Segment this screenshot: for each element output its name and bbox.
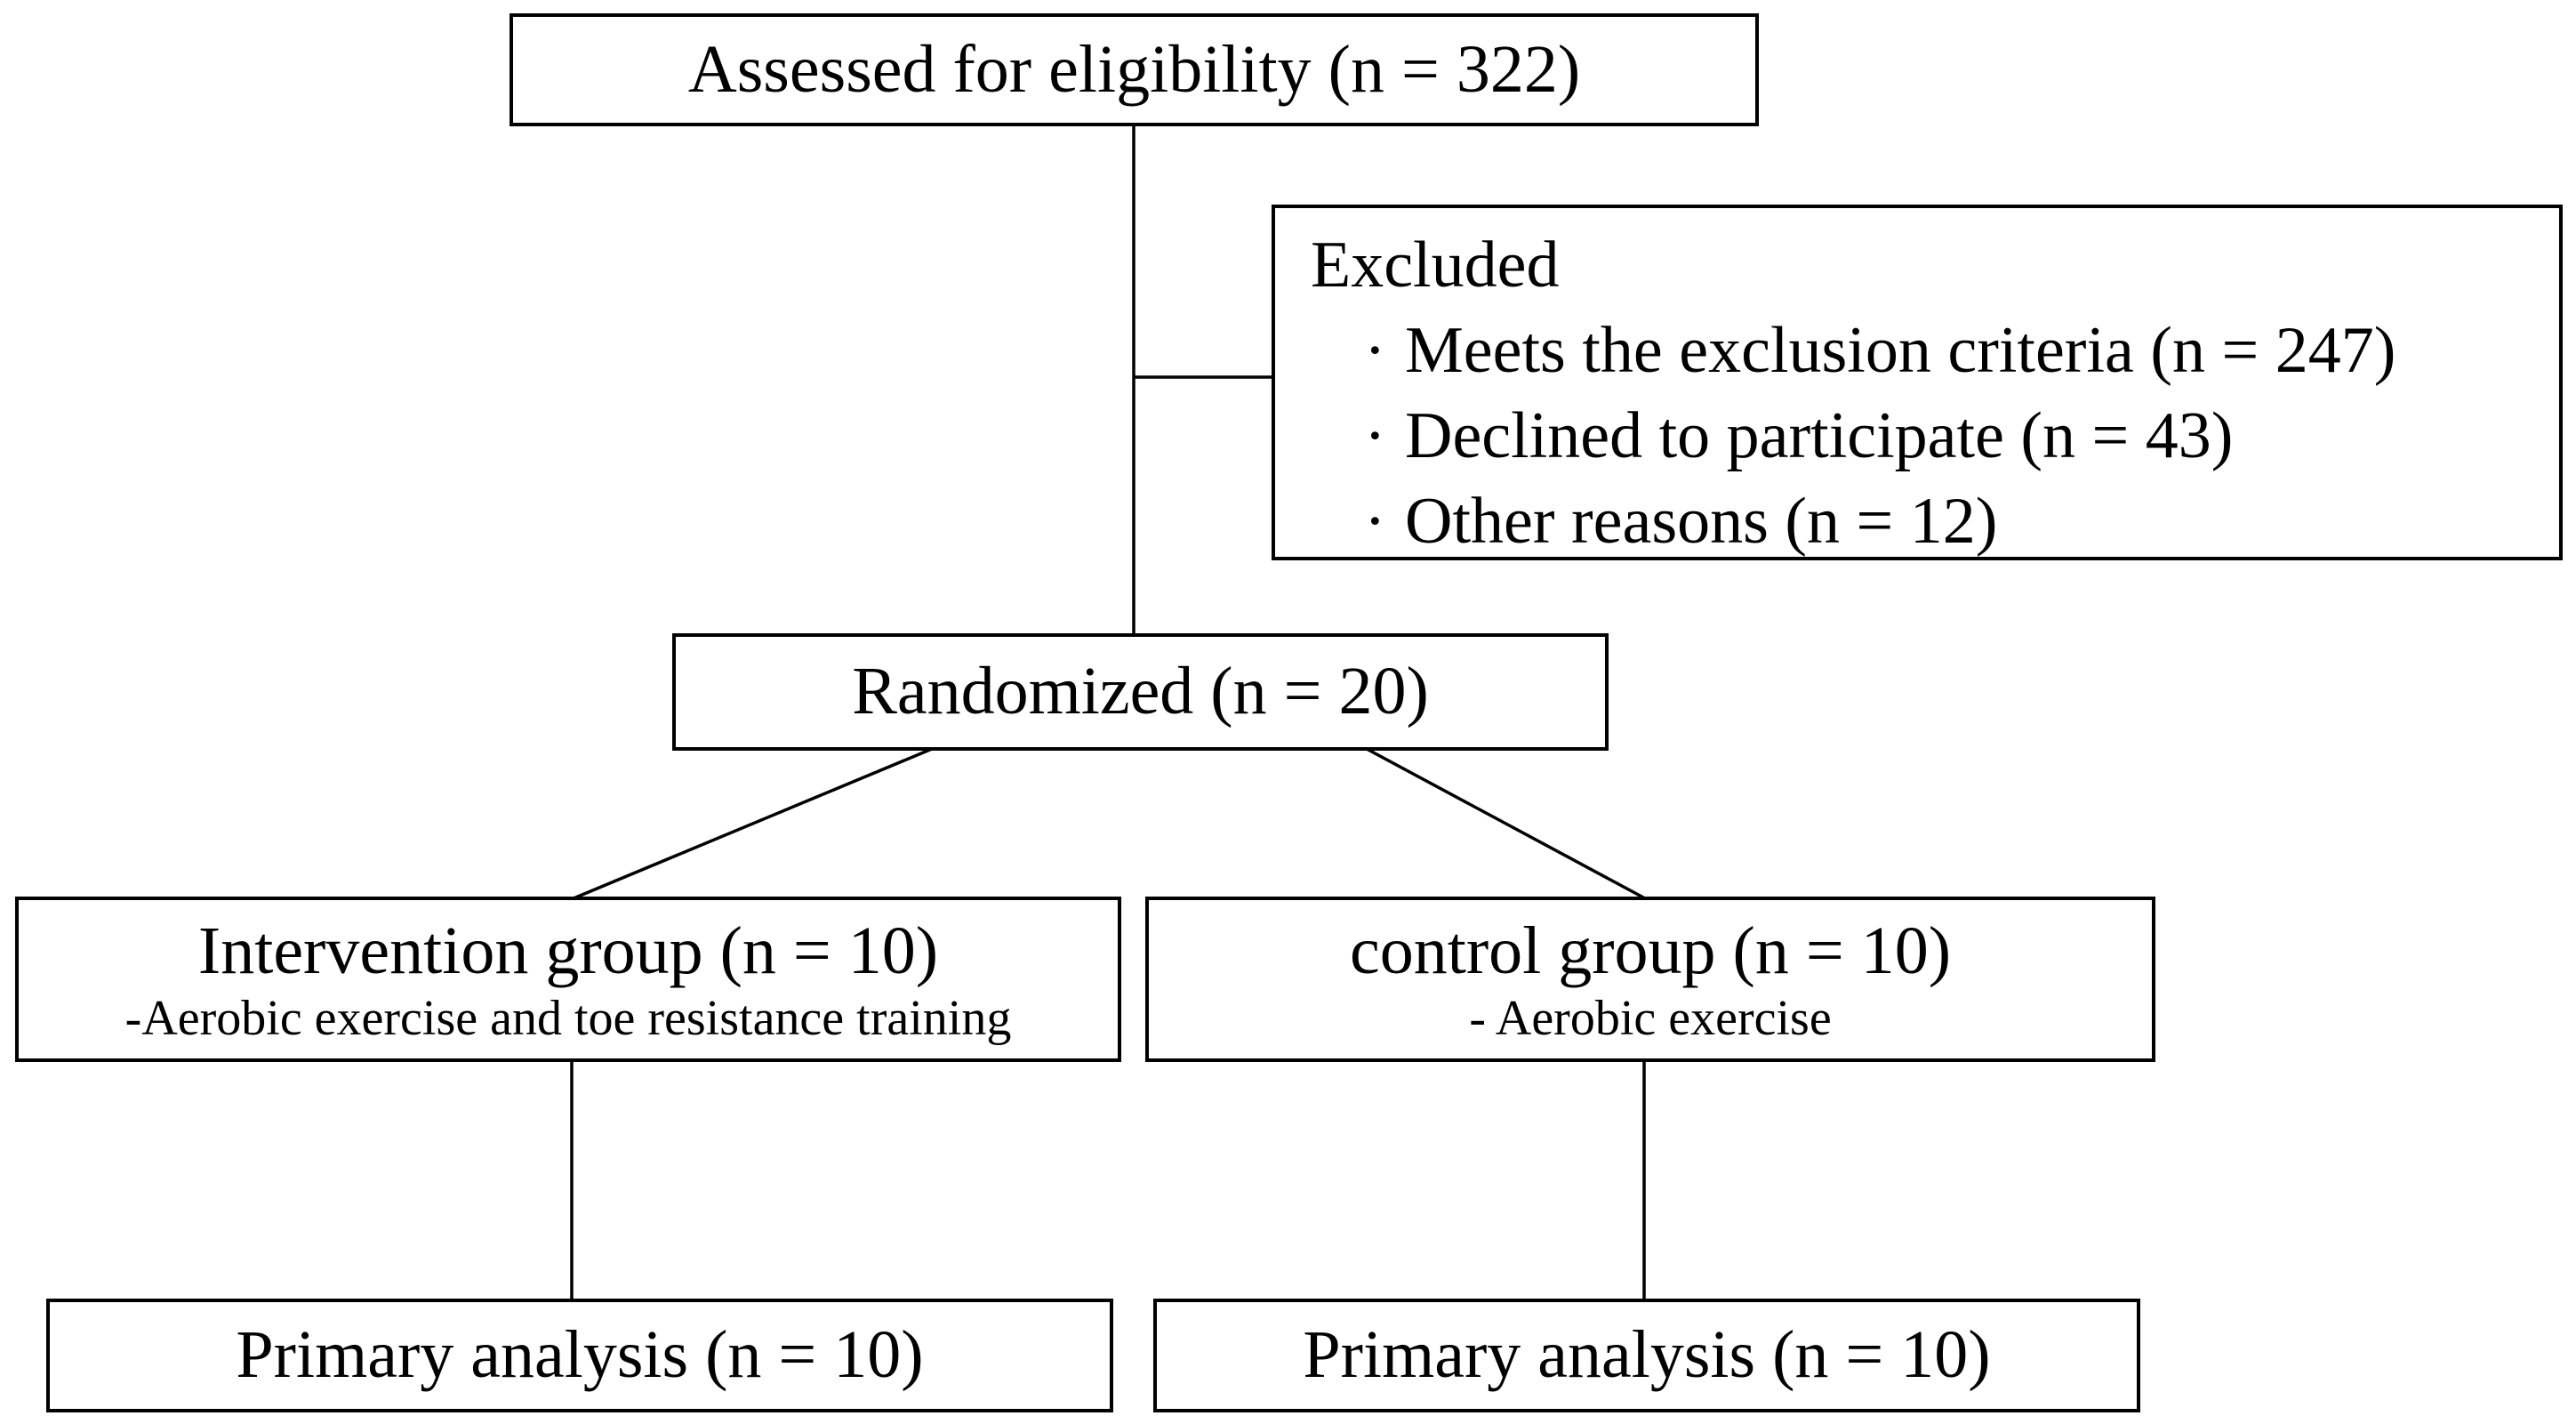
excluded-item: · Declined to participate (n = 43) — [1275, 393, 2559, 479]
control-group-box: control group (n = 10) - Aerobic exercis… — [1145, 897, 2155, 1062]
bullet-icon: · — [1364, 314, 1386, 387]
intervention-group-box: Intervention group (n = 10) -Aerobic exe… — [15, 897, 1121, 1062]
excluded-item: · Other reasons (n = 12) — [1275, 479, 2559, 564]
control-group-label: control group (n = 10) — [1349, 913, 1952, 988]
primary-analysis-right-label: Primary analysis (n = 10) — [1303, 1317, 1991, 1393]
excluded-item-label: Declined to participate (n = 43) — [1405, 399, 2234, 472]
assessed-label: Assessed for eligibility (n = 322) — [687, 31, 1581, 107]
bullet-icon: · — [1364, 485, 1386, 558]
excluded-item-label: Other reasons (n = 12) — [1405, 485, 1998, 558]
intervention-group-detail: -Aerobic exercise and toe resistance tra… — [124, 990, 1012, 1046]
randomized-box: Randomized (n = 20) — [672, 633, 1609, 751]
assessed-for-eligibility-box: Assessed for eligibility (n = 322) — [510, 13, 1759, 126]
excluded-title: Excluded — [1311, 229, 1560, 302]
randomized-label: Randomized (n = 20) — [852, 654, 1429, 729]
excluded-item: · Meets the exclusion criteria (n = 247) — [1275, 308, 2559, 393]
connector-randomized-to-control — [1366, 747, 1646, 900]
intervention-group-label: Intervention group (n = 10) — [197, 913, 939, 988]
primary-analysis-control-box: Primary analysis (n = 10) — [1153, 1299, 2140, 1412]
primary-analysis-left-label: Primary analysis (n = 10) — [236, 1317, 924, 1393]
bullet-icon: · — [1364, 399, 1386, 472]
excluded-item-label: Meets the exclusion criteria (n = 247) — [1405, 314, 2396, 387]
excluded-box: Excluded · Meets the exclusion criteria … — [1272, 205, 2563, 560]
primary-analysis-intervention-box: Primary analysis (n = 10) — [46, 1299, 1113, 1412]
connector-randomized-to-intervention — [573, 747, 933, 900]
control-group-detail: - Aerobic exercise — [1469, 990, 1832, 1046]
